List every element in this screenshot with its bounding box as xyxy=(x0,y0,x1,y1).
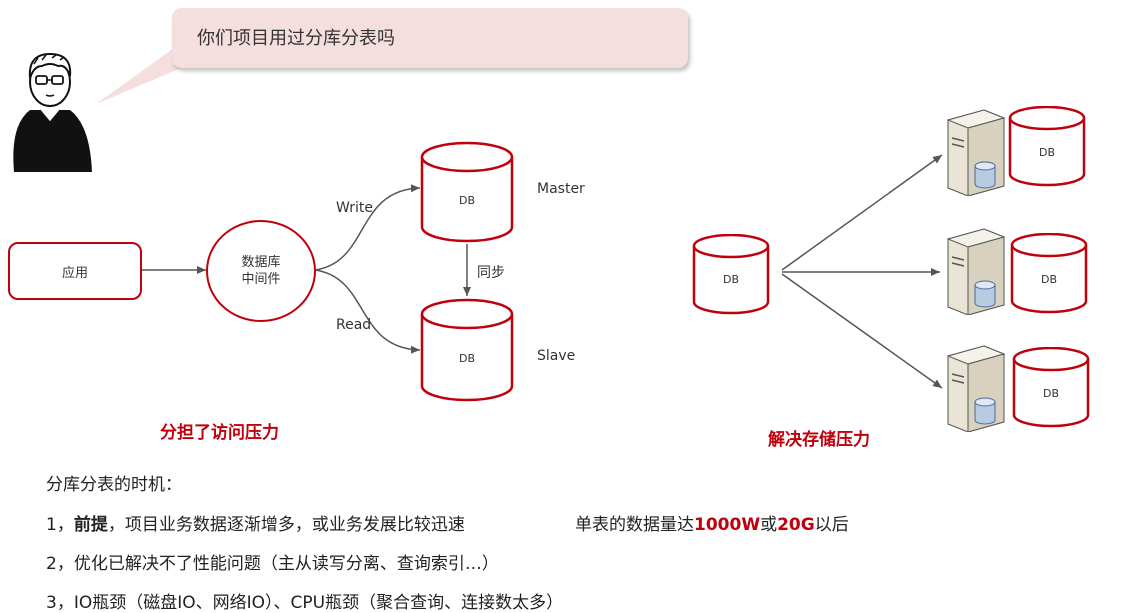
line1-right-d: 20G xyxy=(777,515,815,535)
notes-line-3: 3，IO瓶颈（磁盘IO、网络IO）、CPU瓶颈（聚合查询、连接数太多） xyxy=(46,593,564,613)
sync-label: 同步 xyxy=(477,265,505,281)
notes-heading: 分库分表的时机： xyxy=(46,475,182,495)
target-db-3-label: DB xyxy=(1043,387,1059,400)
master-label: Master xyxy=(537,181,585,197)
server-icon xyxy=(946,228,1006,316)
line1-right-e: 以后 xyxy=(814,515,849,535)
line1-bold: 前提 xyxy=(73,515,108,535)
source-db-cylinder: DB xyxy=(692,234,770,315)
line1-right-c: 或 xyxy=(760,515,778,535)
slave-db-cylinder: DB xyxy=(420,298,514,402)
line1-right-b: 1000W xyxy=(694,515,761,535)
middleware-line2: 中间件 xyxy=(241,272,281,287)
target-group-2 xyxy=(940,225,1008,319)
notes-line-2: 2，优化已解决不了性能问题（主从读写分离、查询索引…） xyxy=(46,554,499,574)
server-icon xyxy=(946,345,1006,433)
notes-line-1-right: 单表的数据量达1000W或20G以后 xyxy=(575,510,849,535)
notes-line-1: 1，前提，项目业务数据逐渐增多，或业务发展比较迅速 xyxy=(46,510,465,535)
slave-label: Slave xyxy=(537,348,576,364)
source-db-label: DB xyxy=(723,273,739,286)
bubble-text: 你们项目用过分库分表吗 xyxy=(197,28,395,49)
middleware-line1: 数据库 xyxy=(241,255,281,270)
read-label: Read xyxy=(336,317,372,333)
target-db-3: DB xyxy=(1012,347,1090,428)
target-db-2-label: DB xyxy=(1041,273,1057,286)
right-caption: 解决存储压力 xyxy=(768,430,870,450)
left-caption: 分担了访问压力 xyxy=(160,423,279,443)
slave-db-label: DB xyxy=(459,352,475,365)
target-group-1 xyxy=(940,106,1008,200)
line1-right-a: 单表的数据量达 xyxy=(575,515,694,535)
target-db-2: DB xyxy=(1010,233,1088,314)
person-illustration xyxy=(13,52,92,172)
line1-rest: ，项目业务数据逐渐增多，或业务发展比较迅速 xyxy=(107,515,465,535)
middleware-circle: 数据库 中间件 xyxy=(206,220,316,322)
line1-prefix: 1， xyxy=(46,515,74,535)
server-icon xyxy=(946,109,1006,197)
app-label: 应用 xyxy=(61,265,88,281)
target-db-1-label: DB xyxy=(1039,146,1055,159)
app-box: 应用 xyxy=(8,242,142,300)
target-db-1: DB xyxy=(1008,106,1086,187)
target-group-3 xyxy=(940,342,1008,436)
speech-bubble xyxy=(172,8,688,68)
master-db-cylinder: DB xyxy=(420,141,514,243)
master-db-label: DB xyxy=(459,194,475,207)
write-label: Write xyxy=(336,200,373,216)
